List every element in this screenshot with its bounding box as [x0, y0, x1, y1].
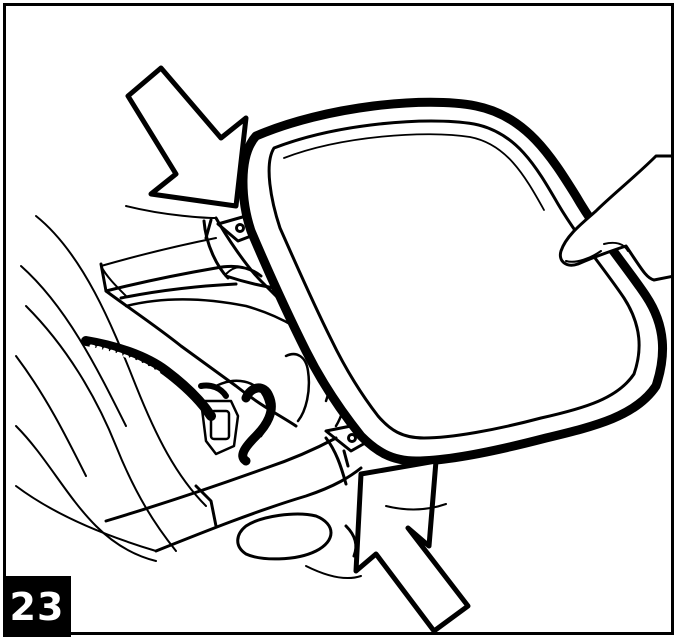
- down-right-arrow-icon: [128, 68, 246, 206]
- step-number: 23: [10, 585, 65, 629]
- instruction-panel: [3, 3, 674, 635]
- step-number-badge: 23: [3, 576, 71, 637]
- seat-front-bar: [106, 438, 361, 559]
- tray-attachment-illustration: [6, 6, 674, 635]
- up-left-arrow-icon: [356, 461, 468, 631]
